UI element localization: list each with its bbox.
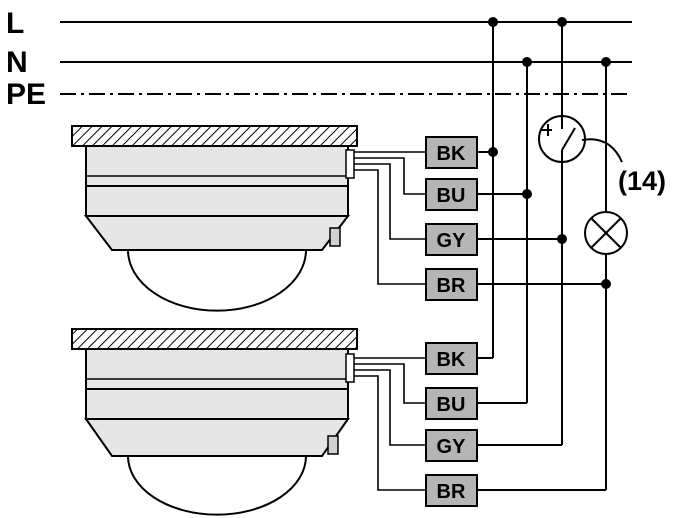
- sensor-1: [71, 125, 358, 312]
- bus-lines: L N PE: [6, 7, 632, 111]
- bus-label-n: N: [6, 46, 28, 79]
- junction-dots: [488, 17, 611, 289]
- vertical-wiring: [492, 22, 607, 490]
- terminal-label: BK: [437, 143, 466, 165]
- sensor-1-bus-wires: [477, 151, 606, 285]
- sensor-1-terminals: BK BU GY BR: [425, 136, 478, 301]
- bus-label-l: L: [6, 7, 24, 40]
- terminal-gy: [425, 223, 478, 256]
- terminal-bu: [425, 387, 478, 420]
- terminal-bk: [425, 136, 478, 169]
- terminal-label: BU: [437, 394, 466, 416]
- callout-leader: [581, 138, 623, 163]
- sensor-2-terminals: BK BU GY BR: [425, 342, 478, 507]
- sensor-dome: [126, 249, 308, 312]
- terminal-label: GY: [437, 230, 467, 252]
- sensor-2: [71, 328, 358, 516]
- pushbutton-switch-icon: [538, 115, 586, 163]
- ceiling-plate: [71, 125, 358, 147]
- terminal-gy: [425, 429, 478, 462]
- terminal-label: GY: [437, 436, 467, 458]
- bus-label-pe: PE: [6, 78, 46, 111]
- sensor-dome: [126, 455, 308, 516]
- terminal-label: BR: [437, 481, 466, 503]
- sensor-2-bus-wires: [477, 357, 606, 491]
- terminal-bk: [425, 342, 478, 375]
- terminal-label: BK: [437, 349, 466, 371]
- sensor-1-cables: [354, 151, 426, 285]
- sensor-housing: [85, 145, 349, 187]
- terminal-br: [425, 268, 478, 301]
- terminal-label: BU: [437, 185, 466, 207]
- terminal-label: BR: [437, 275, 466, 297]
- terminal-bu: [425, 178, 478, 211]
- terminal-br: [425, 474, 478, 507]
- switch-callout-label: (14): [618, 166, 666, 196]
- ceiling-plate: [71, 328, 358, 350]
- lamp-icon: [584, 211, 628, 255]
- sensor-2-cables: [354, 357, 426, 491]
- sensor-housing: [85, 348, 349, 390]
